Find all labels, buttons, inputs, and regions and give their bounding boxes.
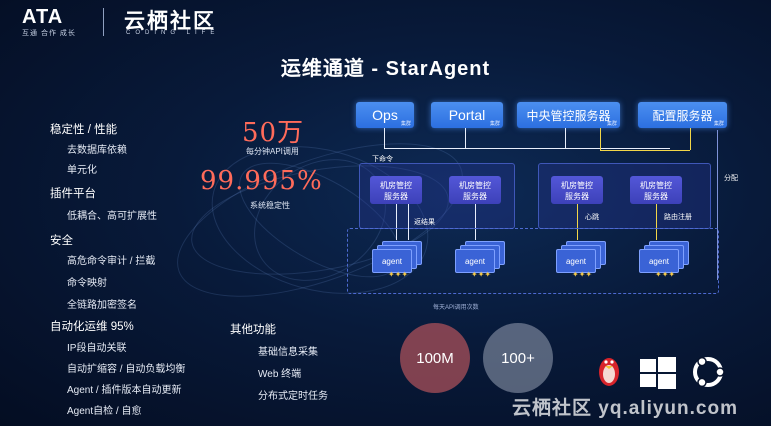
connector-line — [408, 204, 409, 240]
room-server-2[interactable]: 机房管控 服务器 — [449, 176, 501, 204]
windows-icon — [640, 357, 676, 389]
feature-item: 去数据库依赖 — [67, 145, 127, 156]
agent-stack-2[interactable]: agent ✦✦✦ — [455, 241, 515, 281]
connector-line — [565, 128, 566, 148]
stat-stability: 99.995% — [200, 166, 323, 196]
label-route-register: 路由注册 — [664, 214, 692, 221]
ubuntu-icon — [693, 356, 725, 388]
other-function-item: Web 终端 — [258, 369, 302, 380]
yunqi-slogan: CODING LIFE — [126, 30, 220, 36]
feature-plugin: 插件平台 — [50, 188, 96, 200]
puzzle-icon: ✦✦✦ — [471, 270, 492, 279]
puzzle-icon: ✦✦✦ — [572, 270, 593, 279]
feature-security: 安全 — [50, 235, 73, 247]
other-function-item: 分布式定时任务 — [258, 391, 328, 402]
puzzle-icon: ✦✦✦ — [388, 270, 409, 279]
connector-line — [384, 148, 670, 149]
feature-item: 高危命令审计 / 拦截 — [67, 256, 156, 267]
feature-item: Agent / 插件版本自动更新 — [67, 385, 182, 396]
room-server-3[interactable]: 机房管控 服务器 — [551, 176, 603, 204]
feature-item: 全链路加密签名 — [67, 300, 137, 311]
room-server-4[interactable]: 机房管控 服务器 — [630, 176, 682, 204]
agents-area — [347, 228, 719, 294]
watermark: 云栖社区 yq.aliyun.com — [512, 398, 738, 419]
bubble-100plus: 100+ — [483, 323, 553, 393]
feature-item: 单元化 — [67, 165, 97, 176]
ata-slogan: 互通 合作 成长 — [22, 30, 76, 37]
feature-stability: 稳定性 / 性能 — [50, 124, 118, 136]
other-function-item: 基础信息采集 — [258, 347, 318, 358]
feature-automation: 自动化运维 95% — [50, 321, 134, 333]
slide-title: 运维通道 - StarAgent — [280, 58, 491, 80]
connector-line — [384, 128, 385, 148]
connector-line — [475, 204, 476, 240]
feature-item: 自动扩缩容 / 自动负载均衡 — [67, 364, 186, 375]
agent-stack-4[interactable]: agent ✦✦✦ — [639, 241, 699, 281]
label-return-result: 返结果 — [414, 219, 435, 226]
feature-item: 低耦合、高可扩展性 — [67, 211, 157, 222]
daily-calls-caption: 每天API调用次数 — [433, 305, 479, 311]
stat-stability-caption: 系统稳定性 — [250, 201, 290, 210]
label-distribute: 分配 — [724, 175, 738, 182]
feature-item: Agent自检 / 自愈 — [67, 406, 142, 417]
service-config[interactable]: 配置服务器 集群 — [638, 102, 727, 128]
heartbeat-line — [690, 128, 691, 150]
bubble-100m: 100M — [400, 323, 470, 393]
heartbeat-line — [600, 150, 690, 151]
logo-divider — [103, 8, 104, 36]
label-heartbeat: 心跳 — [585, 214, 599, 221]
agent-stack-1[interactable]: agent ✦✦✦ — [372, 241, 432, 281]
heartbeat-line — [577, 204, 578, 240]
service-central-control[interactable]: 中央管控服务器 集群 — [517, 102, 620, 128]
label-send-command: 下命令 — [372, 156, 393, 163]
agent-stack-3[interactable]: agent ✦✦✦ — [556, 241, 616, 281]
connector-line — [396, 204, 397, 240]
yunqi-logo: 云栖社区 — [124, 10, 216, 33]
stat-api-calls-caption: 每分钟API调用 — [246, 147, 299, 156]
heartbeat-line — [656, 204, 657, 240]
service-ops[interactable]: Ops 集群 — [356, 102, 414, 128]
heartbeat-line — [600, 128, 601, 150]
distribute-line — [717, 130, 718, 280]
other-functions-title: 其他功能 — [230, 324, 276, 336]
connector-line — [465, 128, 466, 148]
linux-tux-icon — [599, 358, 619, 386]
puzzle-icon: ✦✦✦ — [655, 270, 676, 279]
feature-item: IP段自动关联 — [67, 343, 127, 354]
service-portal[interactable]: Portal 集群 — [431, 102, 503, 128]
feature-item: 命令映射 — [67, 278, 107, 289]
stat-api-calls: 50万 — [242, 118, 305, 148]
room-server-1[interactable]: 机房管控 服务器 — [370, 176, 422, 204]
ata-logo: ATA — [22, 6, 64, 28]
